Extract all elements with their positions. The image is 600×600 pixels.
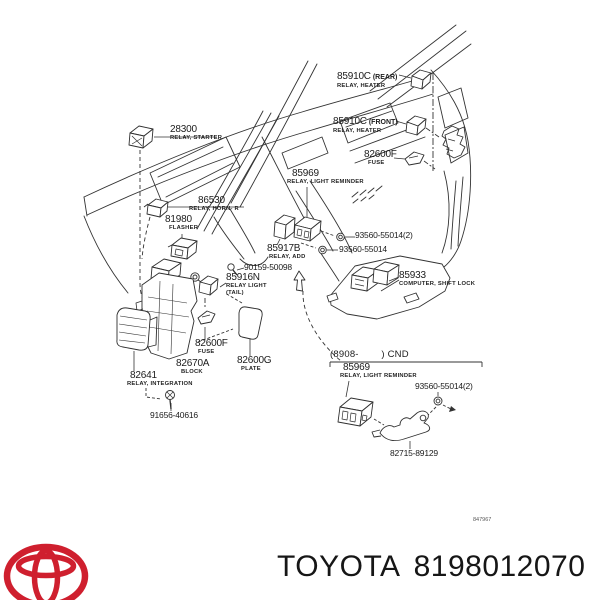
callout-relay-heater-rear: 85910C(REAR) RELAY, HEATER bbox=[337, 67, 397, 90]
brand-text: TOYOTA bbox=[277, 550, 401, 583]
cnd-bracket bbox=[329, 361, 483, 367]
part-number: 85917B bbox=[267, 243, 301, 254]
toyota-logo bbox=[2, 536, 94, 600]
part-label: RELAY, LIGHT REMINDER bbox=[340, 373, 417, 380]
part-label: RELAY, ADD bbox=[269, 254, 306, 261]
part-number: 85933 bbox=[399, 270, 426, 281]
heater-relay-mount-icon bbox=[441, 125, 466, 159]
fuse-block-icon bbox=[135, 258, 198, 360]
part-number: 85910C bbox=[333, 116, 367, 127]
callout-relay-light-tail: 85916N RELAY LIGHT (TAIL) bbox=[226, 272, 267, 297]
document-number: 847967 bbox=[473, 517, 492, 523]
part-number: 82641 bbox=[130, 370, 157, 381]
callout-flasher: 81980 FLASHER bbox=[165, 214, 199, 232]
part-number: 93560-55014 bbox=[339, 244, 387, 254]
part-number: 85969 bbox=[292, 168, 319, 179]
callout-mounting-bracket: 82715-89129 bbox=[390, 449, 438, 458]
bolt-icon bbox=[165, 390, 175, 410]
part-number: 91656-40616 bbox=[150, 410, 198, 420]
relay-add-icon bbox=[273, 214, 296, 240]
part-label: RELAY, LIGHT REMINDER bbox=[287, 179, 364, 186]
part-label: RELAY, STARTER bbox=[170, 135, 223, 142]
footer-title: TOYOTA 8198012070 bbox=[277, 550, 585, 584]
part-number: 28300 bbox=[170, 124, 197, 135]
callout-relay-integration: 82641 RELAY, INTEGRATION bbox=[127, 370, 193, 388]
callout-nut-upper: 93560-55014(2) bbox=[355, 231, 413, 240]
relay-light-reminder-box-icon bbox=[337, 397, 374, 427]
part-number: 81980 bbox=[165, 214, 192, 225]
car-dashboard-outline bbox=[83, 24, 472, 294]
part-label: RELAY, INTEGRATION bbox=[127, 381, 193, 388]
toyota-emblem-icon bbox=[3, 543, 89, 600]
part-label: RELAY, HORN- R bbox=[189, 206, 239, 213]
part-label: FUSE bbox=[198, 349, 215, 356]
part-number: 82600G bbox=[237, 355, 272, 366]
part-number: 86530 bbox=[198, 195, 225, 206]
part-number-text: 8198012070 bbox=[413, 550, 586, 583]
callout-fuse-upper: 82600F FUSE bbox=[364, 149, 397, 167]
callout-computer-shift-lock: 85933 COMPUTER, SHIFT LOCK bbox=[399, 270, 476, 288]
fuse-upper-icon bbox=[404, 151, 425, 166]
part-label: COMPUTER, SHIFT LOCK bbox=[399, 281, 476, 288]
computer-shift-lock-icon bbox=[326, 255, 451, 320]
flasher-icon bbox=[167, 237, 198, 260]
part-label: RELAY, HEATER bbox=[337, 83, 386, 90]
relay-integration-icon bbox=[116, 307, 158, 351]
part-label: PLATE bbox=[241, 366, 261, 373]
dashed-arrowhead bbox=[449, 406, 456, 412]
part-number: 93560-55014(2) bbox=[355, 230, 413, 240]
callout-relay-light-reminder: 85969 RELAY, LIGHT REMINDER bbox=[287, 168, 364, 186]
callout-relay-heater-front: 85910C(FRONT) RELAY, HEATER bbox=[333, 112, 398, 135]
screw-icon bbox=[227, 263, 238, 276]
nut-icon-lower bbox=[318, 245, 327, 255]
part-label: FLASHER bbox=[169, 225, 199, 232]
callout-relay-add: 85917B RELAY, ADD bbox=[267, 243, 306, 261]
callout-screw: 90159-50098 bbox=[244, 263, 292, 272]
part-number: 85916N bbox=[226, 272, 260, 283]
part-number: 90159-50098 bbox=[244, 262, 292, 272]
callout-block: 82670A BLOCK bbox=[176, 358, 210, 376]
part-number: 85969 bbox=[343, 362, 370, 373]
part-number: 82715-89129 bbox=[390, 448, 438, 458]
fuse-lower-icon bbox=[197, 310, 216, 325]
callout-fuse-lower: 82600F FUSE bbox=[195, 338, 228, 356]
callout-relay-horn: 86530 RELAY, HORN- R bbox=[189, 195, 239, 213]
relay-horn-icon bbox=[143, 198, 169, 218]
part-label: BLOCK bbox=[181, 369, 203, 376]
part-label: RELAY LIGHT bbox=[226, 283, 267, 290]
plate-icon bbox=[238, 306, 263, 340]
cnd-box-label: (8908- ) CND bbox=[330, 349, 409, 360]
relay-light-reminder-icon bbox=[293, 216, 322, 242]
part-label-2: (TAIL) bbox=[226, 290, 244, 297]
callout-nut-lower: 93560-55014 bbox=[339, 245, 387, 254]
part-suffix: (FRONT) bbox=[368, 119, 398, 126]
part-number: 82600F bbox=[195, 338, 228, 349]
part-label: RELAY, HEATER bbox=[333, 128, 382, 135]
relay-starter-icon bbox=[128, 125, 154, 149]
dashed-connector-lines bbox=[139, 73, 452, 426]
callout-plate: 82600G PLATE bbox=[237, 355, 272, 373]
callout-relay-light-reminder-box: 85969 RELAY, LIGHT REMINDER bbox=[340, 362, 417, 380]
callout-relay-starter: 28300 RELAY, STARTER bbox=[170, 124, 223, 142]
part-suffix: (REAR) bbox=[372, 74, 398, 81]
part-number: 93560-55014(2) bbox=[415, 381, 473, 391]
part-number: 85910C bbox=[337, 71, 371, 82]
diagram-line-art bbox=[83, 24, 483, 449]
relay-heater-rear-icon bbox=[410, 69, 432, 90]
part-number: 82600F bbox=[364, 149, 397, 160]
part-label: FUSE bbox=[368, 160, 385, 167]
callout-bolt: 91656-40616 bbox=[150, 411, 198, 420]
nut-icon-upper bbox=[336, 232, 345, 242]
relay-heater-front-icon bbox=[405, 115, 427, 136]
nut-icon-box bbox=[433, 396, 443, 406]
callout-nut-box: 93560-55014(2) bbox=[415, 382, 473, 391]
part-number: 82670A bbox=[176, 358, 210, 369]
mounting-bracket-icon bbox=[371, 410, 431, 441]
up-arrow-marker bbox=[293, 270, 306, 292]
